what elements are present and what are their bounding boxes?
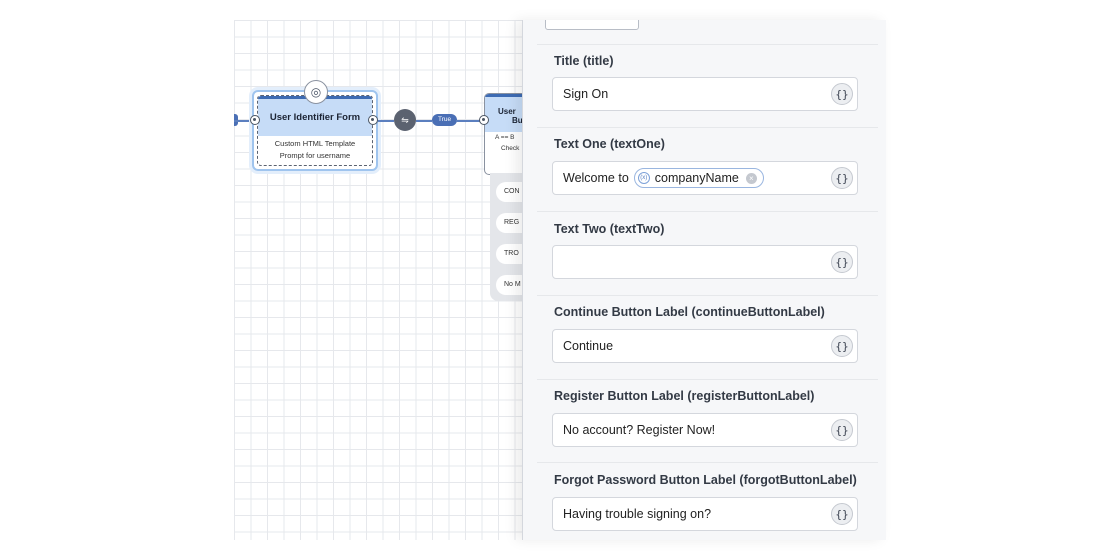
outcome-item[interactable]: REG <box>496 213 524 233</box>
forgot-label-input[interactable]: Having trouble signing on? {} <box>552 497 858 531</box>
field-label-register: Register Button Label (registerButtonLab… <box>554 389 815 403</box>
outcome-item[interactable]: TRO <box>496 244 524 264</box>
output-port[interactable] <box>368 115 378 125</box>
edge-in <box>234 120 254 122</box>
forgot-value: Having trouble signing on? <box>563 507 712 521</box>
variable-icon: (x) <box>637 172 650 184</box>
section-title <box>537 44 878 129</box>
braces-icon[interactable]: {} <box>831 335 853 357</box>
section-register <box>537 379 878 464</box>
register-value: No account? Register Now! <box>563 423 716 437</box>
edge-3 <box>456 120 484 122</box>
edge-1 <box>378 120 394 122</box>
text-one-input[interactable]: Welcome to (x) companyName × {} <box>552 161 858 195</box>
switch-icon[interactable]: ⇋ <box>394 109 416 131</box>
flow-canvas[interactable]: User Identifier Form Custom HTML Templat… <box>234 20 524 540</box>
braces-icon[interactable]: {} <box>831 419 853 441</box>
braces-icon[interactable]: {} <box>831 83 853 105</box>
partial-field[interactable] <box>545 20 639 30</box>
text-one-value: Welcome to <box>563 171 629 185</box>
field-label-text-two: Text Two (textTwo) <box>554 222 665 236</box>
user-buttons-node[interactable]: User Bu A == B Check <box>484 93 524 175</box>
node2-input-port[interactable] <box>479 115 489 125</box>
register-label-input[interactable]: No account? Register Now! {} <box>552 413 858 447</box>
chip-label: companyName <box>654 171 739 185</box>
node-subtitle-1: Custom HTML Template <box>274 139 356 148</box>
field-label-text-one: Text One (textOne) <box>554 137 665 151</box>
field-label-continue: Continue Button Label (continueButtonLab… <box>554 305 825 319</box>
field-label-forgot: Forgot Password Button Label (forgotButt… <box>554 473 857 487</box>
continue-value: Continue <box>563 339 614 353</box>
text-two-input[interactable]: {} <box>552 245 858 279</box>
title-input[interactable]: Sign On {} <box>552 77 858 111</box>
outcome-item[interactable]: No M <box>496 275 524 295</box>
node2-line-2: Check <box>501 145 520 152</box>
field-label-title: Title (title) <box>554 54 614 68</box>
globe-icon: ◎ <box>304 80 328 104</box>
properties-panel: Title (title) Sign On {} Text One (textO… <box>522 20 886 540</box>
braces-icon[interactable]: {} <box>831 167 853 189</box>
edge-2 <box>416 120 432 122</box>
edge-label-true: True <box>432 114 458 126</box>
node2-title-2: Bu <box>512 116 523 125</box>
continue-label-input[interactable]: Continue {} <box>552 329 858 363</box>
braces-icon[interactable]: {} <box>831 503 853 525</box>
section-continue <box>537 295 878 380</box>
variable-chip[interactable]: (x) companyName × <box>633 168 764 188</box>
node2-title-1: User <box>498 107 516 116</box>
close-circle-icon[interactable]: × <box>745 172 757 184</box>
input-port[interactable] <box>250 115 260 125</box>
node-subtitle-2: Prompt for username <box>279 151 351 160</box>
title-value: Sign On <box>563 87 609 101</box>
node2-line-1: A == B <box>495 134 515 141</box>
section-text-one <box>537 127 878 212</box>
section-forgot <box>537 462 878 540</box>
outcome-item[interactable]: CON <box>496 182 524 202</box>
section-text-two <box>537 211 878 296</box>
braces-icon[interactable]: {} <box>831 251 853 273</box>
outcome-list: CON REG TRO No M <box>490 173 524 301</box>
user-identifier-form-node[interactable]: User Identifier Form Custom HTML Templat… <box>252 80 378 171</box>
